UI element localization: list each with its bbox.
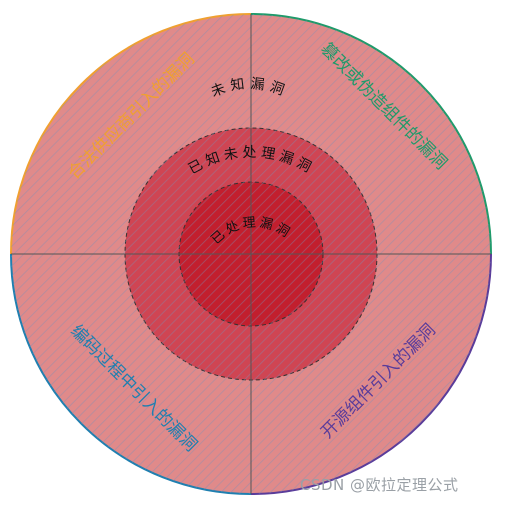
csdn-watermark: CSDN @欧拉定理公式	[300, 476, 459, 494]
